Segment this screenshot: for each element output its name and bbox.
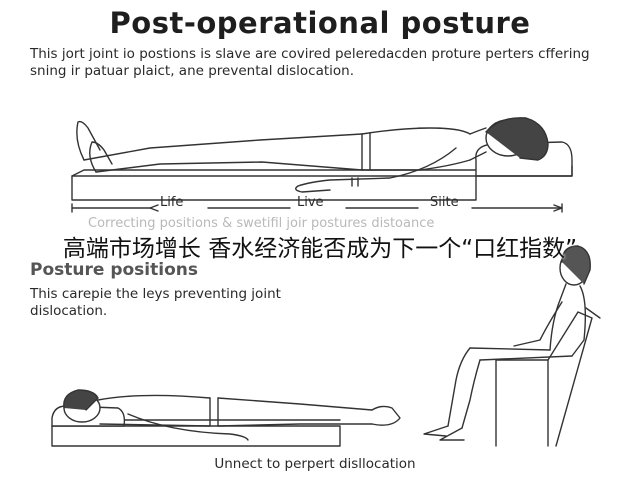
overlay-caption: 高端市场增长 香水经济能否成为下一个“口红指数” bbox=[62, 236, 578, 262]
scale-line-top bbox=[71, 203, 563, 213]
supine-figure-bottom bbox=[51, 389, 401, 447]
supine-figure-top bbox=[71, 117, 573, 201]
section-text: This carepie the leys preventing joint d… bbox=[30, 286, 281, 319]
scale-label-siite: Siite bbox=[430, 195, 459, 210]
intro-text: This jort joint io postions is slave are… bbox=[30, 46, 590, 79]
faded-caption: Correcting positions & swetifil joir pos… bbox=[88, 216, 435, 231]
section-heading: Posture positions bbox=[30, 260, 198, 280]
scale-label-life: Life bbox=[160, 195, 184, 210]
scale-label-live: Live bbox=[297, 195, 324, 210]
page-title: Post-operational posture bbox=[109, 6, 531, 40]
seated-figure bbox=[423, 245, 601, 447]
bottom-caption: Unnect to perpert disllocation bbox=[214, 456, 416, 472]
